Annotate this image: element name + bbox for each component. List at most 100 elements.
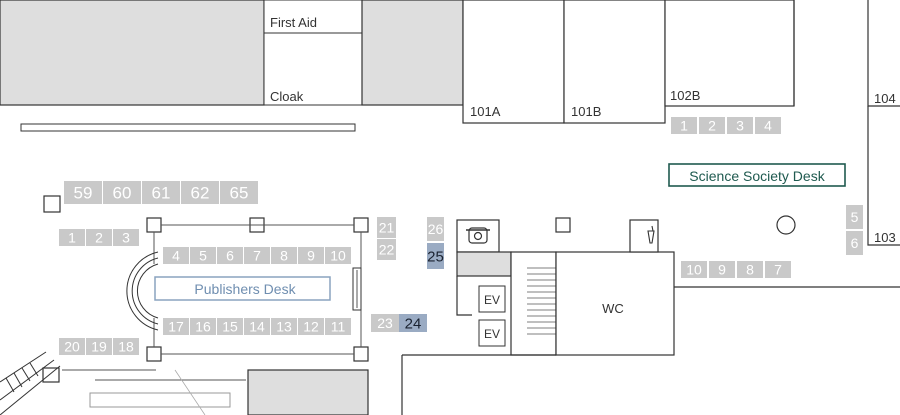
booth: [377, 217, 396, 238]
pillar-icon: [146, 346, 162, 362]
booth-label: 59: [74, 184, 93, 203]
booth: [217, 318, 243, 335]
booth: [846, 205, 863, 229]
booth: [190, 318, 216, 335]
pillar-icon: [42, 367, 60, 383]
pillar-icon: [353, 346, 369, 362]
booth-label: 12: [303, 319, 319, 335]
booth: [765, 261, 791, 278]
booth-label: 65: [230, 184, 249, 203]
room-101a: [462, 0, 565, 124]
booth: [298, 318, 324, 335]
booth: [244, 318, 270, 335]
room-label-first-aid: First Aid: [270, 15, 317, 30]
booth: [59, 338, 85, 355]
room-102b: [664, 0, 795, 107]
booth-label: 24: [405, 315, 422, 332]
booth-label: 18: [118, 339, 134, 355]
booth-label: 23: [377, 315, 393, 331]
booth-label: 5: [199, 248, 207, 264]
booth: [846, 231, 863, 255]
booth-label: 8: [280, 248, 288, 264]
booth: [371, 314, 399, 332]
room-bottom-center: [247, 369, 369, 415]
booth: [727, 117, 753, 134]
booth: [377, 239, 396, 260]
drink-station: [629, 219, 659, 253]
booth-label: 8: [746, 262, 754, 278]
booth: [163, 318, 189, 335]
booth-label: 6: [851, 235, 859, 251]
booth-label: 13: [276, 319, 292, 335]
telephone-icon: [466, 227, 490, 244]
booth: [298, 247, 324, 264]
booth: [113, 229, 139, 246]
pillar-icon: [555, 217, 571, 233]
booth: [427, 217, 444, 241]
booth-label: 3: [122, 230, 130, 246]
booth-label: 3: [736, 118, 744, 134]
room-first-aid: [263, 0, 363, 34]
room-label-101a: 101A: [470, 104, 501, 119]
booth-label: 10: [686, 262, 702, 278]
booth-label: 62: [191, 184, 210, 203]
booth: [271, 247, 297, 264]
stairs: [510, 251, 557, 356]
booth-label: 19: [91, 339, 107, 355]
booth-label: 17: [168, 319, 184, 335]
booth: [271, 318, 297, 335]
booth-label: 7: [774, 262, 782, 278]
publishers-desk: [154, 276, 331, 301]
room-label-102b: 102B: [670, 88, 700, 103]
booth-label: 16: [195, 319, 211, 335]
booth-label: 10: [330, 248, 346, 264]
elevator-lobby: [456, 251, 512, 277]
booth-label: 14: [249, 319, 265, 335]
booth: [244, 247, 270, 264]
escalator: [0, 351, 61, 415]
elevator-2: [478, 319, 506, 347]
pillar-icon: [146, 217, 162, 233]
booth: [142, 181, 180, 204]
publishers-desk-label: Publishers Desk: [194, 281, 296, 297]
booth: [64, 181, 102, 204]
booth-label: 1: [68, 230, 76, 246]
room-top-left: [0, 0, 265, 106]
room-top-mid: [361, 0, 464, 106]
booth-label: 9: [718, 262, 726, 278]
round-pillar-icon: [776, 215, 796, 235]
room-label-cloak: Cloak: [270, 89, 304, 104]
stair-steps: [527, 267, 556, 335]
booth: [103, 181, 141, 204]
room-wc: [555, 251, 675, 356]
science-society-desk-label: Science Society Desk: [689, 168, 825, 184]
booth: [755, 117, 781, 134]
booth-label: 6: [226, 248, 234, 264]
booth: [220, 181, 258, 204]
booth: [190, 247, 216, 264]
booth-label: 21: [379, 220, 395, 236]
booth-label: 9: [307, 248, 315, 264]
booth: [86, 229, 112, 246]
booth-label: 11: [331, 319, 346, 335]
pillar-icon: [43, 195, 61, 213]
science-society-desk: [668, 163, 846, 187]
booth: [399, 314, 427, 332]
booth: [113, 338, 139, 355]
elevator-2-label: EV: [484, 327, 500, 341]
room-label-103: 103: [874, 230, 896, 245]
elevator-1-label: EV: [484, 293, 500, 307]
pillar-icon: [353, 217, 369, 233]
booth: [325, 318, 351, 335]
booth-label: 26: [428, 221, 444, 237]
room-label-104: 104: [874, 91, 896, 106]
booth: [86, 338, 112, 355]
booth: [671, 117, 697, 134]
booth-label: 22: [379, 242, 395, 258]
booth-label: 4: [172, 248, 180, 264]
booth: [163, 247, 189, 264]
booth-label: 1: [680, 118, 688, 134]
booth-label: 2: [708, 118, 716, 134]
